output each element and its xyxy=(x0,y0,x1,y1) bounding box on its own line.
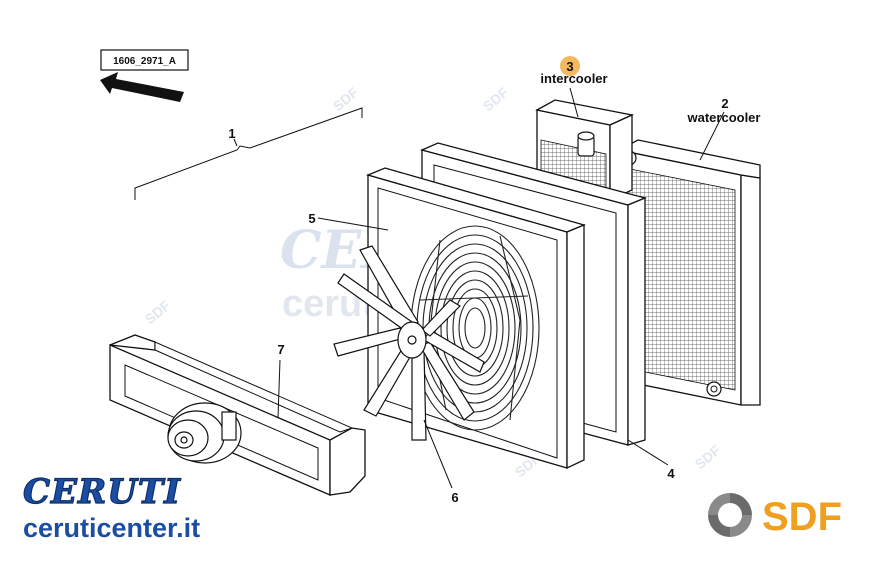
label-part-1: 1 xyxy=(228,126,235,141)
ceruti-url-link[interactable]: ceruticenter.it xyxy=(23,513,200,543)
watermark-sdf-7: SDF xyxy=(692,442,724,473)
watermark-sdf-3: SDF xyxy=(142,297,174,328)
sdf-branding: SDF xyxy=(708,493,842,539)
label-part-3: 3 xyxy=(566,59,573,74)
label-part-6: 6 xyxy=(451,490,458,505)
sdf-swirl-icon xyxy=(708,493,752,537)
label-part-5: 5 xyxy=(308,211,315,226)
reference-tag: 1606_2971_A xyxy=(100,49,189,102)
view-direction-arrow-icon xyxy=(100,72,184,102)
highlight-badge xyxy=(560,56,580,76)
watermark-sdf-2: SDF xyxy=(480,84,512,115)
sdf-logo: SDF xyxy=(762,495,842,539)
reference-code: 1606_2971_A xyxy=(113,56,176,67)
pulley-hub xyxy=(167,402,242,464)
label-part-7: 7 xyxy=(277,342,284,357)
part-2-watercooler: 2 watercooler xyxy=(617,96,761,406)
label-watercooler: watercooler xyxy=(687,110,761,125)
fan-guard-grille xyxy=(410,225,540,431)
part-6-fan: 6 xyxy=(333,245,485,505)
label-part-4: 4 xyxy=(667,466,675,481)
label-part-2: 2 xyxy=(721,96,728,111)
label-intercooler: intercooler xyxy=(540,71,607,86)
reference-box xyxy=(100,49,189,71)
part-1-assembly-bracket: 1 xyxy=(134,107,363,200)
ceruti-branding: CERUTI ceruticenter.it xyxy=(22,471,200,543)
part-7-support-bracket: 7 xyxy=(109,334,366,496)
ceruti-logo: CERUTI xyxy=(23,472,181,512)
